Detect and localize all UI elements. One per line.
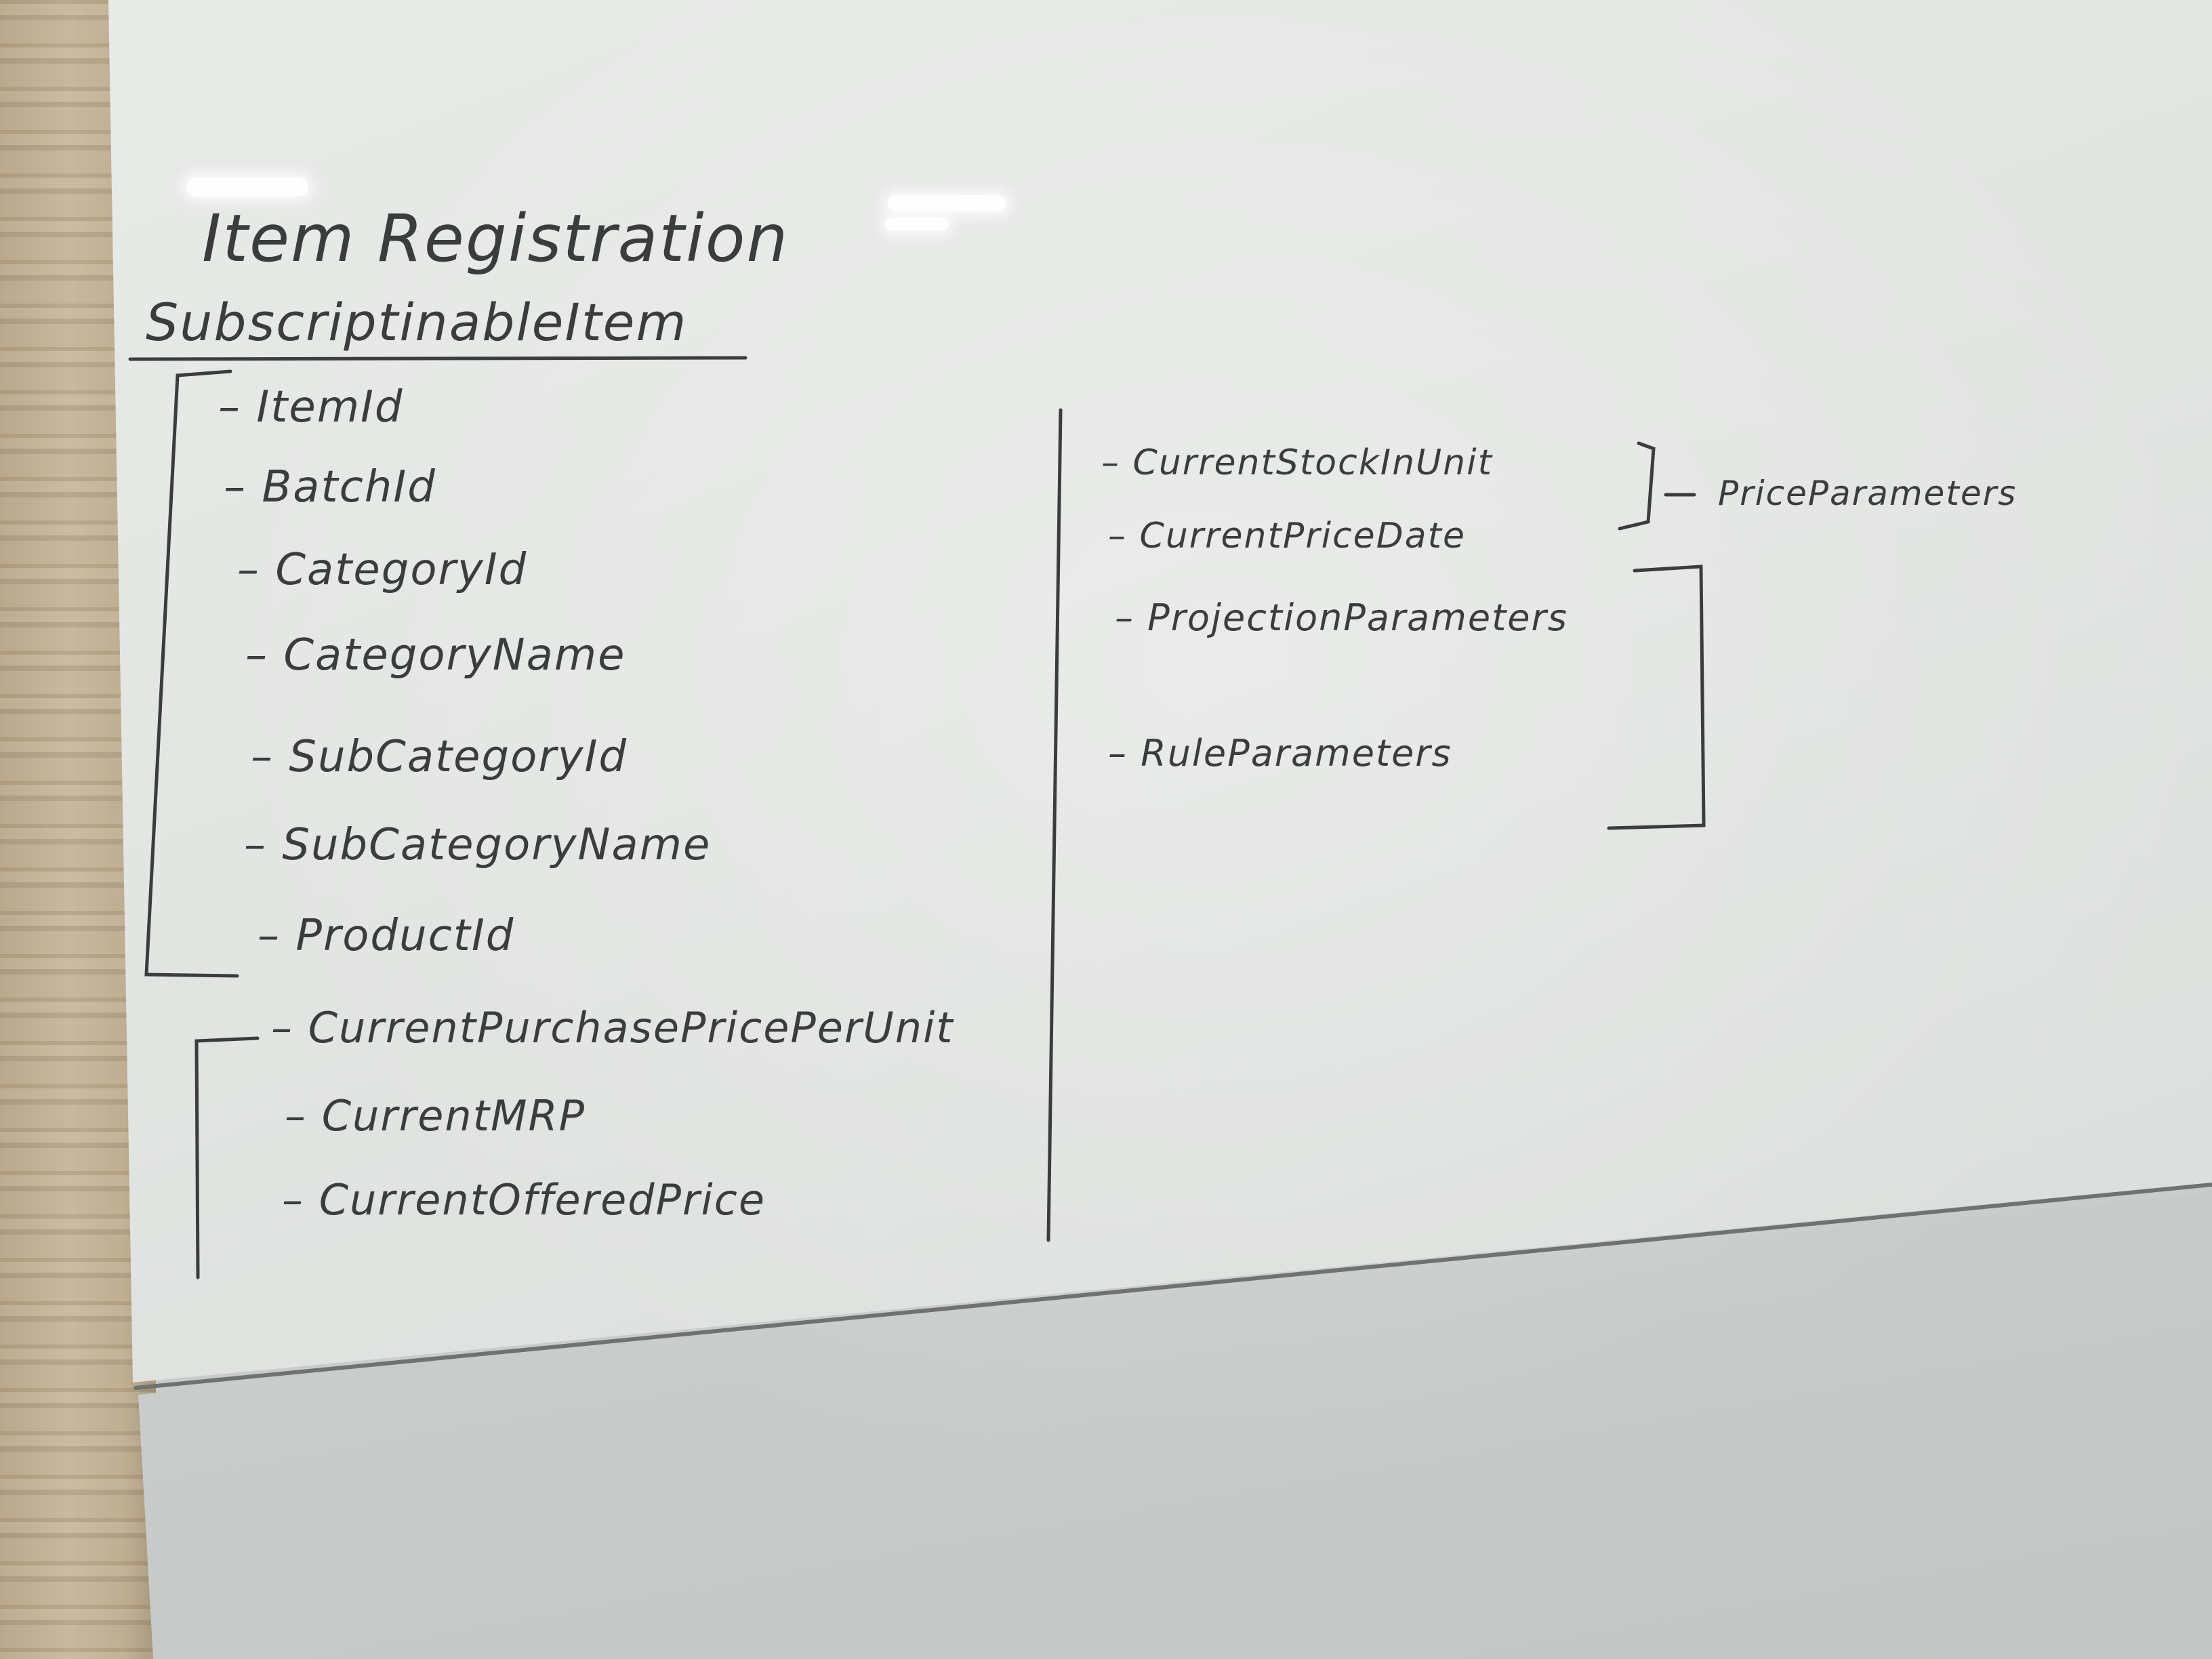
list-item: – CategoryName <box>245 630 626 680</box>
list-item: – RuleParameters <box>1108 732 1452 775</box>
board-title: Item Registration <box>202 201 789 276</box>
list-item: – ProjectionParameters <box>1115 596 1568 639</box>
list-item: – SubCategoryId <box>251 732 628 782</box>
list-item: – ProductId <box>258 911 514 961</box>
list-item: – CurrentMRP <box>285 1091 586 1141</box>
list-item: – ItemId <box>218 382 404 432</box>
list-item: – CurrentOfferedPrice <box>282 1175 766 1225</box>
group-label: PriceParameters <box>1718 474 2017 513</box>
list-item: – SubCategoryName <box>244 820 711 870</box>
ceiling-light-reflection <box>884 218 949 230</box>
list-item: – CurrentPriceDate <box>1108 516 1466 556</box>
list-item: – CurrentPurchasePricePerUnit <box>271 1003 954 1052</box>
ceiling-light-reflection <box>186 178 308 197</box>
list-item: – BatchId <box>224 462 436 512</box>
list-item: – CategoryId <box>237 545 527 595</box>
board-subtitle: SubscriptinableItem <box>146 292 687 352</box>
ceiling-light-reflection <box>888 195 1006 211</box>
list-item: – CurrentStockInUnit <box>1101 443 1493 483</box>
